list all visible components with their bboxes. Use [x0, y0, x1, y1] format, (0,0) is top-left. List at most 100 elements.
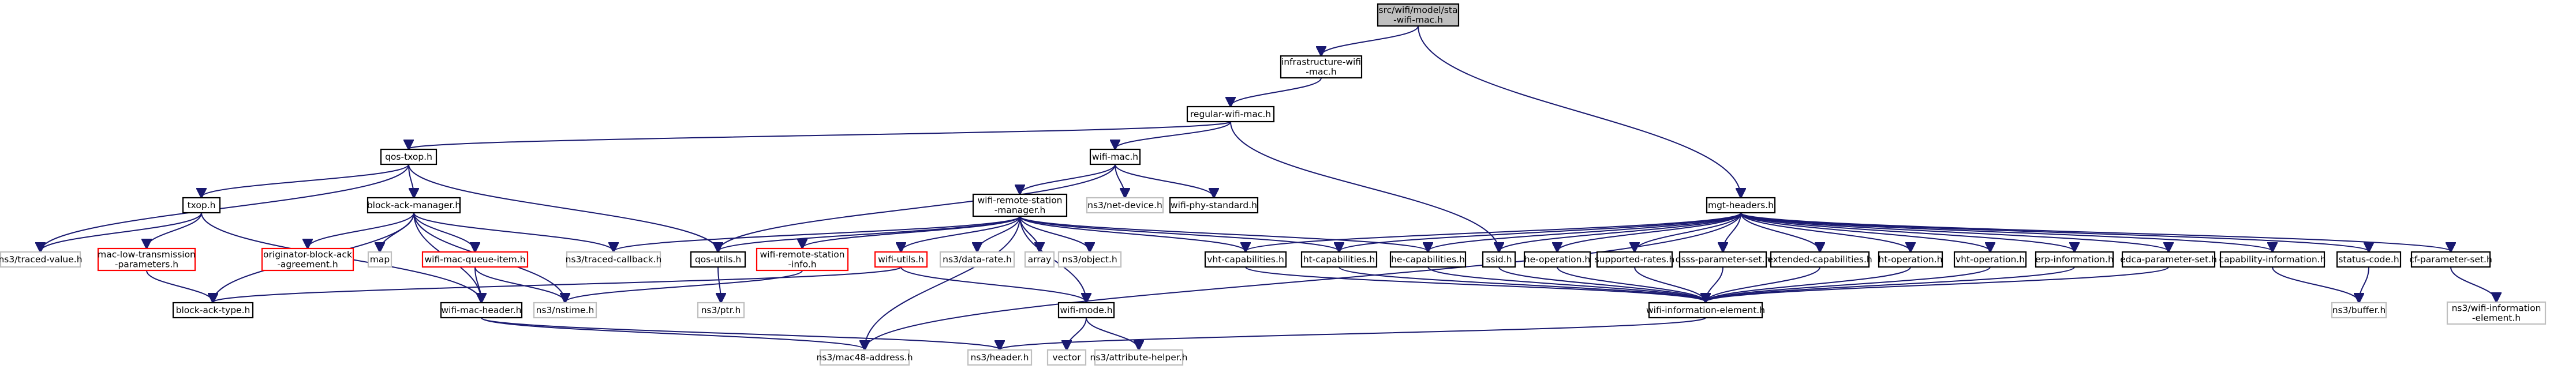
node-infra[interactable]: infrastructure-wifi-mac.h	[1280, 55, 1363, 79]
node-heop[interactable]: he-operation.h	[1523, 251, 1591, 268]
node-box	[421, 251, 529, 268]
node-vhtcap[interactable]: vht-capabilities.h	[1204, 251, 1287, 268]
node-box	[967, 349, 1033, 366]
node-capinfo[interactable]: capability-information.h	[2219, 251, 2326, 268]
node-queueitem[interactable]: wifi-mac-queue-item.h	[421, 251, 529, 268]
edge-wrsm-to-hecap	[1019, 216, 1428, 251]
node-box	[182, 197, 221, 214]
node-map: map	[367, 251, 392, 268]
node-htcap[interactable]: ht-capabilities.h	[1300, 251, 1378, 268]
edge-regular-to-wifimac	[1115, 121, 1231, 149]
node-wifimac[interactable]: wifi-mac.h	[1089, 148, 1141, 165]
node-label: ht-capabilities.h	[1303, 254, 1375, 265]
node-txop[interactable]: txop.h	[182, 197, 221, 214]
node-label: wifi-mode.h	[1060, 305, 1112, 315]
node-dsss[interactable]: dsss-parameter-set.h	[1676, 251, 1771, 268]
node-wifiutils[interactable]: wifi-utils.h	[874, 251, 928, 268]
node-ssid[interactable]: ssid.h	[1482, 251, 1516, 268]
node-box	[380, 148, 438, 165]
edge-maclow-to-bat	[146, 270, 213, 302]
edge-wrsm-to-tracedcb	[614, 216, 1020, 251]
node-label: ns3/ptr.h	[701, 305, 741, 315]
node-box	[1706, 197, 1776, 214]
node-label: ns3/header.h	[971, 352, 1029, 363]
node-label: block-ack-manager.h	[367, 200, 461, 210]
node-extcap[interactable]: extended-capabilities.h	[1767, 251, 1872, 268]
edge-htop-to-wie	[1706, 266, 1911, 302]
edge-wifimode-to-attrhelper	[1086, 317, 1139, 349]
node-label: originator-block-ack	[263, 250, 352, 260]
edge-wifimac-to-phystd	[1115, 164, 1214, 197]
node-wie[interactable]: wifi-information-element.h	[1646, 302, 1765, 319]
node-box	[1086, 197, 1164, 214]
node-hecap[interactable]: he-capabilities.h	[1389, 251, 1467, 268]
edge-bam-to-queueitem	[413, 212, 475, 251]
node-nstime: ns3/nstime.h	[533, 302, 597, 319]
node-ptr: ns3/ptr.h	[697, 302, 745, 319]
node-label: supported-rates.h	[1595, 254, 1675, 265]
node-label: -manager.h	[994, 205, 1046, 216]
node-edca[interactable]: edca-parameter-set.h	[2120, 251, 2217, 268]
node-label: wifi-phy-standard.h	[1171, 200, 1257, 210]
node-array: array	[1024, 251, 1055, 268]
node-erp[interactable]: erp-information.h	[2035, 251, 2114, 268]
node-bam[interactable]: block-ack-manager.h	[367, 197, 461, 214]
node-mgt[interactable]: mgt-headers.h	[1706, 197, 1776, 214]
edge-qosutils-to-ptr	[718, 266, 721, 302]
edge-capinfo-to-buffer	[2272, 266, 2359, 302]
edge-qostxop-to-qosutils	[408, 164, 718, 251]
edge-cfparam-to-wiie	[2450, 266, 2496, 302]
node-box	[367, 197, 461, 214]
node-box	[1280, 55, 1363, 79]
node-box	[1046, 349, 1087, 366]
node-label: qos-utils.h	[695, 254, 741, 265]
node-status[interactable]: status-code.h	[2336, 251, 2402, 268]
node-label: -wifi-mac.h	[1393, 15, 1443, 25]
node-htop[interactable]: ht-operation.h	[1878, 251, 1943, 268]
node-cfparam[interactable]: cf-parameter-set.h	[2409, 251, 2492, 268]
node-wrsinfo[interactable]: wifi-remote-station-info.h	[756, 247, 849, 272]
node-origbam[interactable]: originator-block-ack-agreement.h	[261, 247, 354, 272]
node-wrsm[interactable]: wifi-remote-station-manager.h	[972, 193, 1068, 217]
edge-wifiutils-to-wifimode	[900, 266, 1086, 302]
node-box	[2219, 251, 2325, 268]
node-box	[97, 247, 196, 272]
node-suprates[interactable]: supported-rates.h	[1595, 251, 1675, 268]
edge-txop-to-maclow	[147, 212, 202, 248]
node-label: ns3/wifi-information	[2452, 303, 2541, 314]
edge-mgt-to-htop	[1740, 212, 1910, 251]
node-label: he-operation.h	[1524, 254, 1590, 265]
node-box	[1186, 106, 1275, 123]
node-label: -info.h	[788, 259, 816, 270]
node-root[interactable]: src/wifi/model/sta-wifi-mac.h	[1377, 3, 1460, 27]
node-macheader[interactable]: wifi-mac-header.h	[440, 302, 523, 319]
node-box	[367, 251, 392, 268]
node-box	[2446, 301, 2547, 325]
node-label: ns3/nstime.h	[536, 305, 595, 315]
node-label: wifi-mac-queue-item.h	[425, 254, 526, 265]
node-box	[1094, 349, 1184, 366]
node-regular[interactable]: regular-wifi-mac.h	[1186, 106, 1275, 123]
node-label: capability-information.h	[2219, 254, 2326, 265]
node-label: map	[370, 254, 390, 265]
node-label: mgt-headers.h	[1708, 200, 1774, 210]
node-box	[440, 302, 523, 319]
node-tracedcb: ns3/traced-callback.h	[566, 251, 661, 268]
node-bat[interactable]: block-ack-type.h	[172, 302, 254, 319]
node-qosutils[interactable]: qos-utils.h	[690, 251, 746, 268]
node-label: block-ack-type.h	[176, 305, 251, 315]
node-box	[1169, 197, 1259, 214]
node-vhtop[interactable]: vht-operation.h	[1953, 251, 2027, 268]
node-label: -mac.h	[1306, 67, 1336, 77]
edge-mgt-to-cfparam	[1740, 212, 2451, 251]
node-label: ns3/data-rate.h	[943, 254, 1012, 265]
node-box	[874, 251, 928, 268]
node-phystd[interactable]: wifi-phy-standard.h	[1169, 197, 1259, 214]
node-qostxop[interactable]: qos-txop.h	[380, 148, 438, 165]
node-maclow[interactable]: mac-low-transmission-parameters.h	[97, 247, 196, 272]
node-label: txop.h	[188, 200, 216, 210]
node-wifimode[interactable]: wifi-mode.h	[1057, 302, 1115, 319]
node-label: wifi-information-element.h	[1646, 305, 1765, 315]
node-label: mac-low-transmission	[98, 250, 196, 260]
node-label: ssid.h	[1486, 254, 1512, 265]
